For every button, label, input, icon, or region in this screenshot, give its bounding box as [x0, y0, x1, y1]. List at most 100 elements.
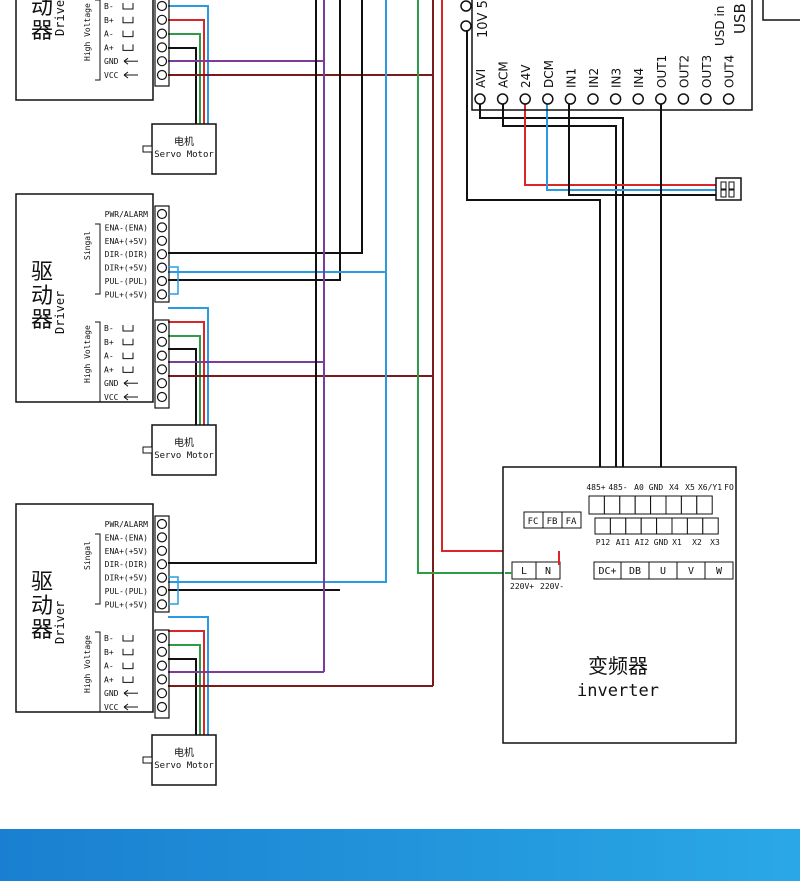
driver-signal-terminal: [156, 518, 168, 530]
inverter-top-terminal: [603, 495, 621, 515]
driver-signal-pin-label: ENA+(+5V): [105, 237, 148, 246]
inverter-fc-label: FA: [566, 517, 577, 527]
driver-hv-terminal: [156, 391, 168, 403]
driver-hv-terminal: [156, 646, 168, 657]
inverter-power-label: DB: [629, 566, 641, 577]
plc-top-terminal-b: [460, 20, 472, 32]
plc-usd-label: USD in: [713, 6, 727, 46]
driver-hv-pin-label: A+: [104, 365, 114, 374]
motor-title-cn: 电机: [174, 436, 194, 449]
inverter-top-label: A0: [634, 483, 644, 492]
driver-hv-pin-label: VCC: [104, 703, 119, 712]
inverter-top-label: X4: [669, 483, 679, 492]
driver-signal-block: [154, 205, 170, 303]
driver-title-cn-char: 器: [31, 618, 53, 643]
inverter-row2-terminal: [686, 517, 704, 535]
motor-shaft-icon: [142, 756, 153, 764]
inverter-title-cn: 变频器: [588, 654, 648, 678]
driver-hv-pin-label: B-: [104, 2, 114, 11]
driver-signal-terminal: [156, 222, 168, 233]
inverter-top-terminal: [680, 495, 698, 515]
plc-terminal-label: IN3: [610, 68, 624, 88]
driver-unit: PWR/ALARMENA-(ENA)ENA+(+5V)DIR-(DIR)DIR+…: [15, 503, 179, 719]
driver-signal-terminal: [156, 275, 168, 287]
plc-terminal-label: IN4: [632, 68, 646, 88]
plc-terminal: [542, 93, 554, 105]
motor-shaft-icon: [142, 446, 153, 454]
motor-title-cn: 电机: [174, 746, 194, 759]
driver-unit: PWR/ALARMENA-(ENA)ENA+(+5V)DIR-(DIR)DIR+…: [15, 193, 179, 409]
driver-arrow-head: [123, 393, 129, 401]
driver-signal-pin-label: DIR+(+5V): [105, 574, 148, 583]
driver-hv-pin-label: A+: [104, 43, 114, 52]
driver-coil-icon: [122, 325, 134, 332]
motor-title-en: Servo Motor: [154, 761, 214, 771]
driver-signal-terminal: [156, 599, 168, 610]
driver-signal-pin-label: PUL-(PUL): [105, 587, 148, 596]
driver-coil-icon: [122, 16, 134, 24]
driver-hv-block: [154, 319, 170, 409]
plc-terminal: [564, 93, 577, 105]
driver-signal-pin-label: DIR+(+5V): [105, 264, 148, 273]
driver-hv-pin-label: VCC: [104, 71, 119, 80]
inverter-row2-label: X1: [672, 538, 682, 547]
inverter-row2-terminal: [656, 517, 673, 535]
plc-terminal-label: ACM: [497, 61, 511, 88]
driver-hv-pin-label: B+: [104, 338, 114, 347]
driver-signal-block: [154, 515, 170, 613]
inverter-fc-label: FC: [528, 517, 539, 527]
plc-usb-port: [762, 0, 800, 21]
inverter-top-label: X5: [685, 483, 695, 492]
driver-signal-terminal: [156, 585, 168, 597]
driver-box: [15, 193, 154, 403]
wire-d2-dir: [168, 0, 363, 254]
plc-top-terminal-a: [460, 0, 472, 12]
inverter-power-label: L: [521, 566, 527, 577]
wire-d1-red: [168, 19, 205, 148]
driver-signal-terminal: [156, 559, 168, 570]
driver-arrow-head: [123, 71, 129, 79]
plc-top-label: 10V 5: [476, 0, 491, 38]
driver-signal-terminal: [156, 235, 168, 246]
driver-coil-icon: [122, 30, 134, 38]
inverter-power-sub-label: 220V+: [510, 582, 534, 591]
wire-d2-green: [168, 335, 201, 425]
driver-hv-pin-label: GND: [104, 379, 119, 388]
plc-terminal-label: AVI: [474, 69, 488, 88]
plc-terminal-label: IN1: [564, 68, 578, 88]
driver-signal-pin-label: PUL-(PUL): [105, 277, 148, 286]
wire-left-plc: [466, 30, 601, 518]
inverter-top-label: X6/Y1: [698, 483, 722, 492]
driver-signal-terminal: [156, 249, 168, 260]
inverter-power-label: V: [688, 566, 694, 577]
driver-coil-icon: [122, 338, 134, 346]
bottom-bar: [0, 829, 800, 881]
driver-hv-terminal: [156, 701, 168, 713]
wire-d3-dir: [168, 0, 317, 564]
plc-outline: [471, 0, 753, 111]
driver-hv-bracket: [95, 0, 101, 81]
wire-d2-pul: [168, 0, 341, 281]
wire-d3-pulp: [168, 272, 387, 583]
driver-hv-pin-label: A-: [104, 662, 114, 671]
driver-hv-pin-label: B-: [104, 634, 114, 643]
driver-coil-icon: [122, 635, 134, 642]
wire-d2-red: [168, 321, 205, 425]
wire-d3-green: [168, 644, 201, 735]
driver-signal-bracket: [95, 223, 101, 295]
plc-terminal-label: DCM: [542, 60, 556, 88]
driver-title-cn-char: 动: [31, 284, 53, 309]
driver-hv-terminal: [156, 28, 168, 39]
driver-title-en: Driver: [53, 291, 67, 334]
motor-title-en: Servo Motor: [154, 451, 214, 461]
driver-arrow-head: [123, 703, 129, 711]
motor-title-cn: 电机: [174, 135, 194, 148]
inverter-row2-terminal: [671, 517, 688, 535]
driver-hv-label: High Voltage: [83, 325, 92, 383]
driver-signal-bracket: [95, 533, 101, 605]
